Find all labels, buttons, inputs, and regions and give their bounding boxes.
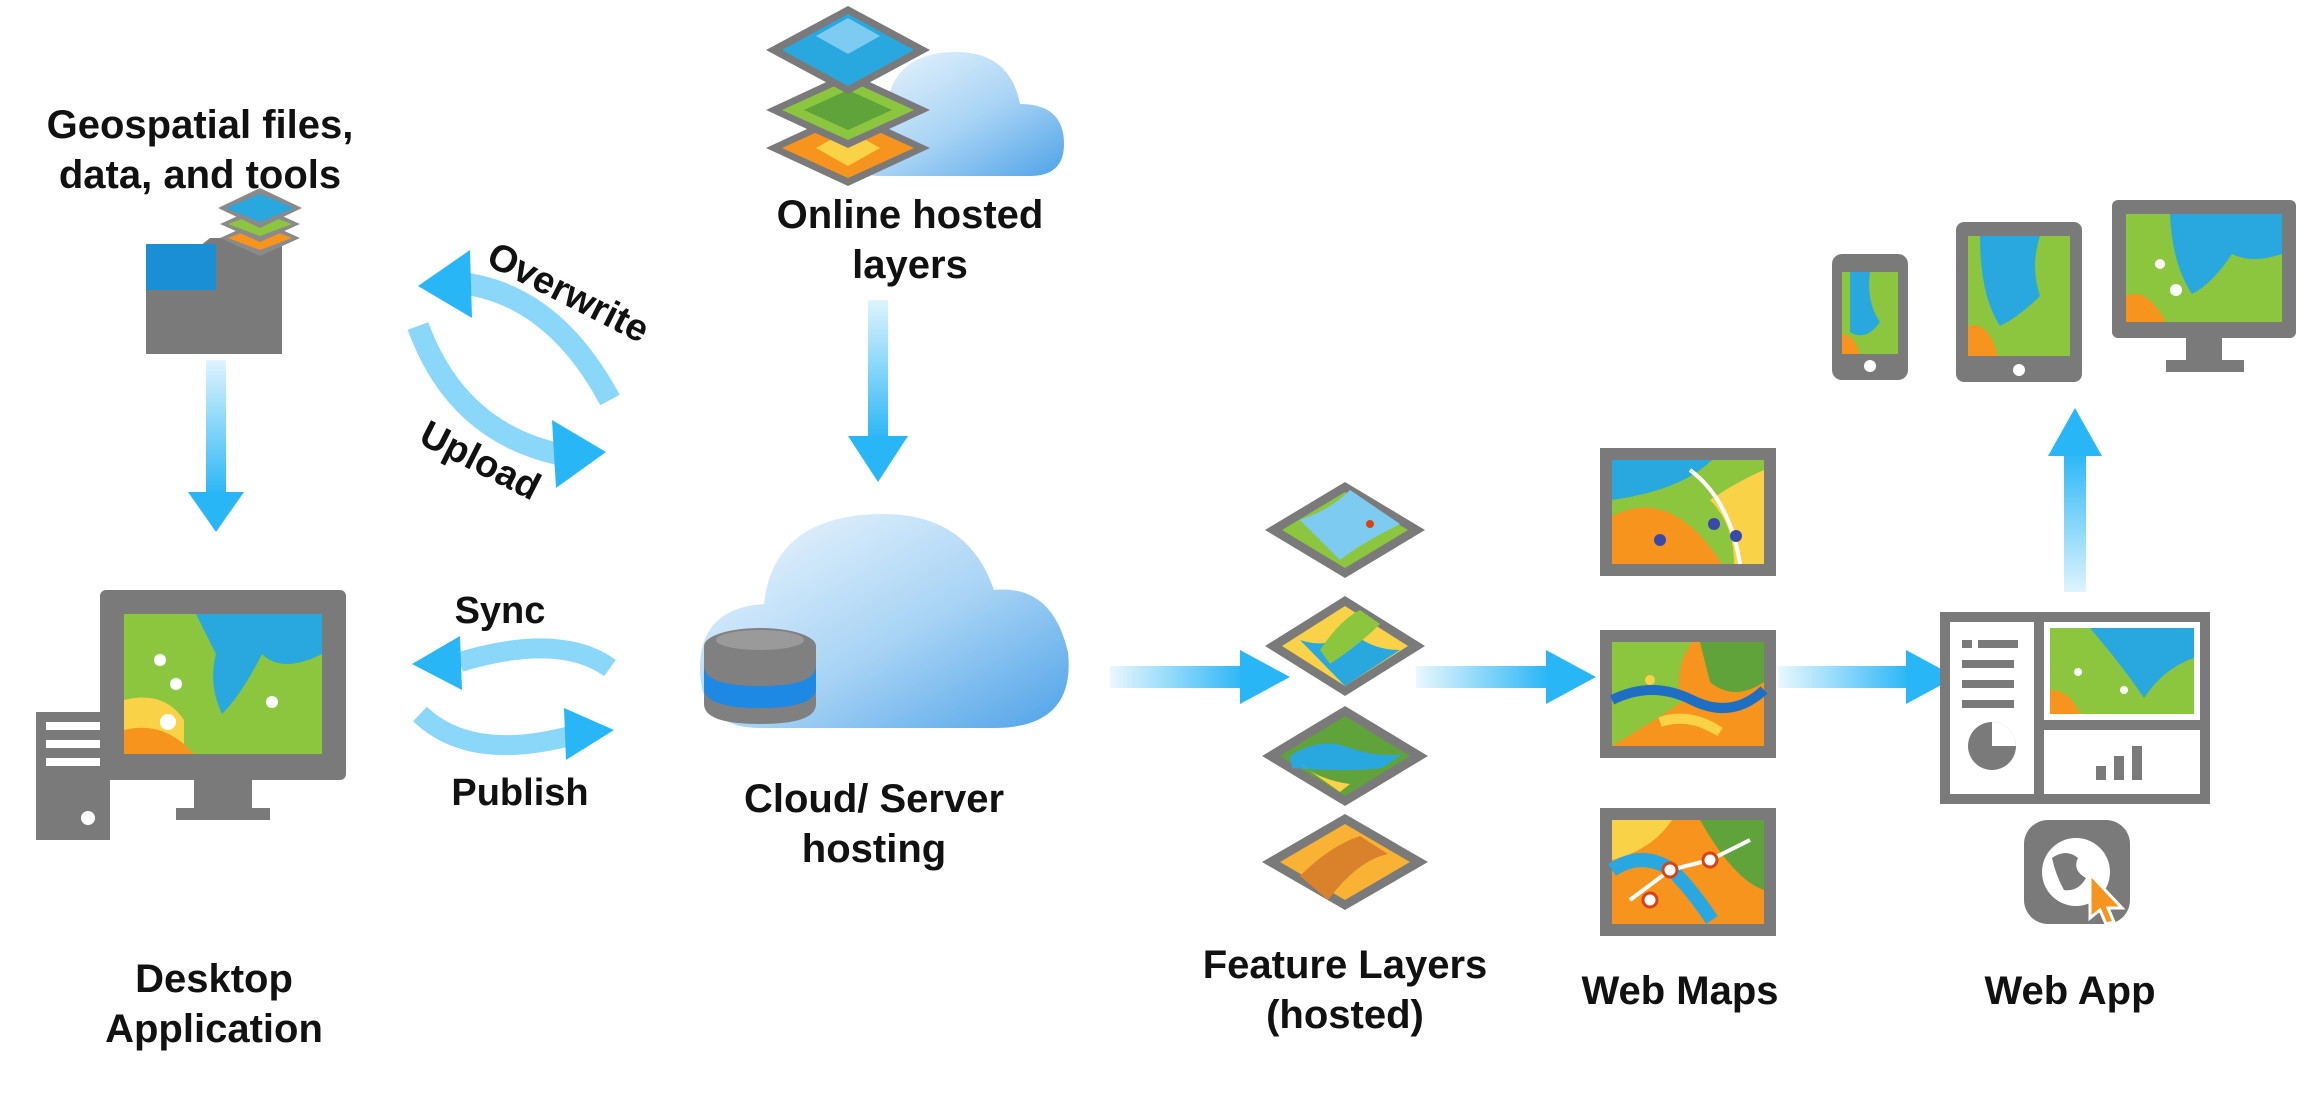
sync-arrow (412, 636, 616, 690)
arrow-web-app-to-devices (2048, 408, 2102, 592)
publish-label: Publish (451, 772, 589, 814)
cloud-server-line-1: Cloud/ Server (743, 777, 1005, 821)
feature-layer-icon (1265, 482, 1425, 578)
online-hosted-line-2: layers (852, 243, 968, 287)
publish-arrow (413, 706, 614, 760)
tablet-icon (1956, 222, 2082, 382)
phone-icon (1832, 254, 1908, 380)
cloud-server-hosting-label: Cloud/ Server hosting (694, 774, 1054, 874)
feature-layer-icon (1265, 596, 1425, 696)
feature-layer-icon (1262, 706, 1428, 806)
feature-layers-line-1: Feature Layers (1202, 943, 1488, 987)
upload-arrow (407, 322, 606, 488)
cloud-server-line-2: hosting (801, 827, 947, 871)
layer-stack-icon (218, 188, 302, 256)
feature-layers-label: Feature Layers (hosted) (1160, 940, 1530, 1040)
arrow-feature-layers-to-web-maps (1416, 650, 1596, 704)
overwrite-arrow (418, 250, 620, 406)
web-map-icon (1600, 448, 1776, 576)
feature-layers-line-2: (hosted) (1266, 993, 1424, 1037)
web-map-icon (1600, 808, 1776, 936)
arrow-online-to-cloud (848, 300, 908, 482)
desktop-application-line-2: Application (105, 1007, 323, 1051)
database-icon (704, 628, 816, 724)
web-maps-label: Web Maps (1581, 969, 1779, 1013)
arrow-folder-to-desktop (188, 360, 244, 532)
globe-cursor-icon (2024, 820, 2130, 926)
sync-label: Sync (454, 590, 546, 632)
desktop-application-line-1: Desktop (135, 957, 293, 1001)
desktop-computer-icon (36, 590, 346, 840)
layer-stack-icon (766, 6, 930, 186)
arrow-web-maps-to-web-app (1778, 650, 1956, 704)
folder-icon (146, 238, 282, 354)
online-hosted-line-1: Online hosted (776, 193, 1044, 237)
web-app-dashboard-icon (1940, 612, 2210, 804)
geospatial-files-label: Geospatial files, data, and tools (20, 100, 380, 200)
online-hosted-label: Online hosted layers (730, 190, 1090, 290)
web-app-label: Web App (1984, 969, 2156, 1013)
monitor-icon (2112, 200, 2296, 372)
arrow-cloud-to-feature-layers (1110, 650, 1290, 704)
geospatial-files-line-2: data, and tools (58, 153, 342, 197)
feature-layer-icon (1262, 814, 1428, 910)
desktop-application-label: Desktop Application (34, 954, 394, 1054)
geospatial-files-line-1: Geospatial files, (46, 103, 354, 147)
web-map-icon (1600, 630, 1776, 758)
